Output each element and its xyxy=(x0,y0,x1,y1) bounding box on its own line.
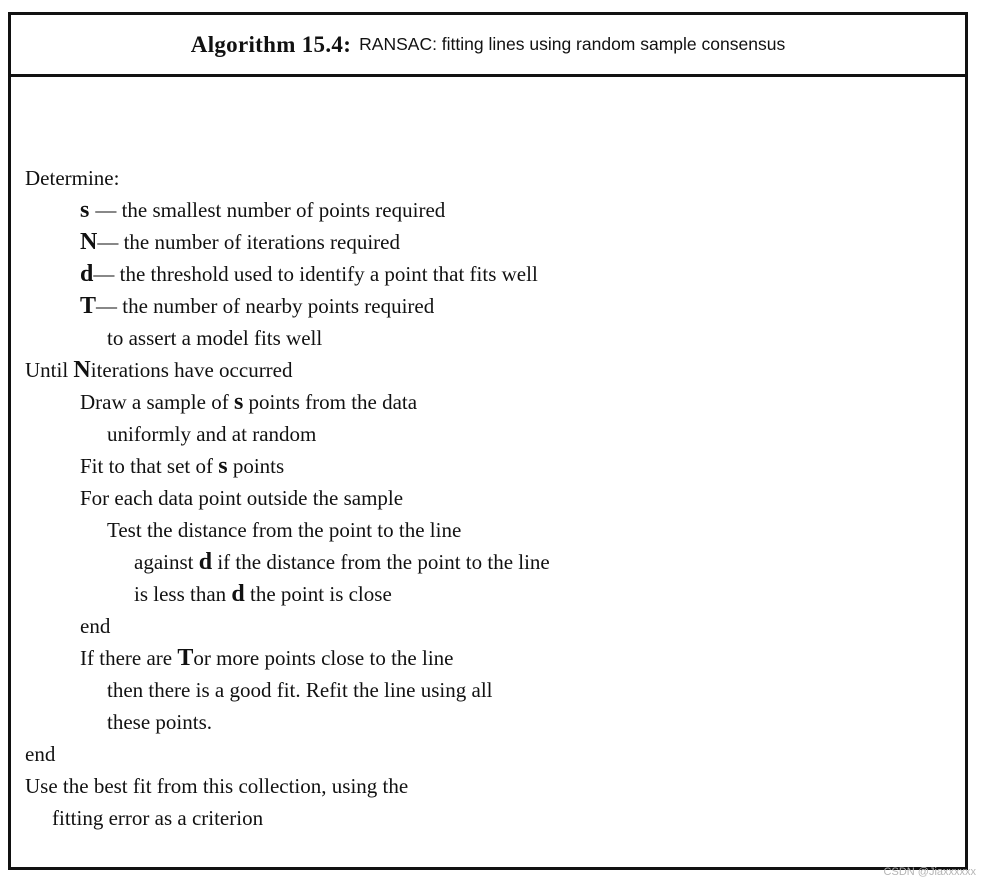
line-these-points: these points. xyxy=(25,706,955,738)
foreach-text: For each data point outside the sample xyxy=(80,486,404,510)
line-if-there-are: If there are Tor more points close to th… xyxy=(25,642,955,674)
line-determine: Determine: xyxy=(25,162,955,194)
line-d-definition: d— the threshold used to identify a poin… xyxy=(25,258,955,290)
t-description: — the number of nearby points required xyxy=(96,294,435,318)
s-description: — the smallest number of points required xyxy=(95,198,446,222)
line-n-definition: N— the number of iterations required xyxy=(25,226,955,258)
variable-d-less: d xyxy=(231,581,245,607)
line-s-definition: s— the smallest number of points require… xyxy=(25,194,955,226)
line-draw-sample-cont: uniformly and at random xyxy=(25,418,955,450)
algorithm-title: RANSAC: fitting lines using random sampl… xyxy=(359,34,786,54)
draw-text-b: points from the data xyxy=(248,390,418,414)
fit-text-b: points xyxy=(232,454,285,478)
algorithm-number: Algorithm 15.4: xyxy=(190,31,352,57)
less-text-b: the point is close xyxy=(250,582,392,606)
variable-d-against: d xyxy=(198,549,213,575)
line-then: then there is a good fit. Refit the line… xyxy=(25,674,955,706)
until-text-a: Until xyxy=(25,358,69,382)
variable-s-fit: s xyxy=(218,453,228,479)
fit-text-a: Fit to that set of xyxy=(80,454,213,478)
line-t-definition-cont: to assert a model fits well xyxy=(25,322,955,354)
line-less-than: is less than d the point is close xyxy=(25,578,955,610)
line-until: Until Niterations have occurred xyxy=(25,354,955,386)
determine-text: Determine: xyxy=(25,166,120,190)
line-use-best: Use the best fit from this collection, u… xyxy=(25,770,955,802)
line-against: against d if the distance from the point… xyxy=(25,546,955,578)
draw-text-cont: uniformly and at random xyxy=(107,422,317,446)
draw-text-a: Draw a sample of xyxy=(80,390,229,414)
end-inner-text: end xyxy=(80,614,111,638)
line-end-inner: end xyxy=(25,610,955,642)
variable-d: d xyxy=(80,261,94,287)
variable-n-until: N xyxy=(73,357,91,383)
d-description: — the threshold used to identify a point… xyxy=(93,262,538,286)
variable-t-if: T xyxy=(177,645,194,671)
if-text-b: or more points close to the line xyxy=(193,646,454,670)
variable-s: s xyxy=(80,197,90,223)
line-fit: Fit to that set of s points xyxy=(25,450,955,482)
fitting-error-text: fitting error as a criterion xyxy=(52,806,264,830)
less-text-a: is less than xyxy=(134,582,227,606)
against-text-a: against xyxy=(134,550,194,574)
line-draw-sample: Draw a sample of s points from the data xyxy=(25,386,955,418)
algorithm-box: Algorithm 15.4: RANSAC: fitting lines us… xyxy=(8,12,968,870)
variable-n: N xyxy=(80,229,98,255)
these-text: these points. xyxy=(107,710,212,734)
t-description-cont: to assert a model fits well xyxy=(107,326,323,350)
n-description: — the number of iterations required xyxy=(97,230,400,254)
use-best-text: Use the best fit from this collection, u… xyxy=(25,774,409,798)
until-text-b: iterations have occurred xyxy=(90,358,293,382)
if-text-a: If there are xyxy=(80,646,173,670)
test-text: Test the distance from the point to the … xyxy=(107,518,462,542)
line-t-definition: T— the number of nearby points required xyxy=(25,290,955,322)
algorithm-body: Determine: s— the smallest number of poi… xyxy=(25,162,955,834)
variable-s-draw: s xyxy=(233,389,244,415)
algorithm-header: Algorithm 15.4: RANSAC: fitting lines us… xyxy=(11,15,965,77)
variable-t: T xyxy=(80,293,97,319)
line-fitting-error: fitting error as a criterion xyxy=(25,802,955,834)
then-text: then there is a good fit. Refit the line… xyxy=(107,678,493,702)
line-for-each: For each data point outside the sample xyxy=(25,482,955,514)
against-text-b: if the distance from the point to the li… xyxy=(217,550,550,574)
line-test-distance: Test the distance from the point to the … xyxy=(25,514,955,546)
watermark: CSDN @Jiaxxxxxx xyxy=(883,866,976,878)
line-end-outer: end xyxy=(25,738,955,770)
end-outer-text: end xyxy=(25,742,56,766)
